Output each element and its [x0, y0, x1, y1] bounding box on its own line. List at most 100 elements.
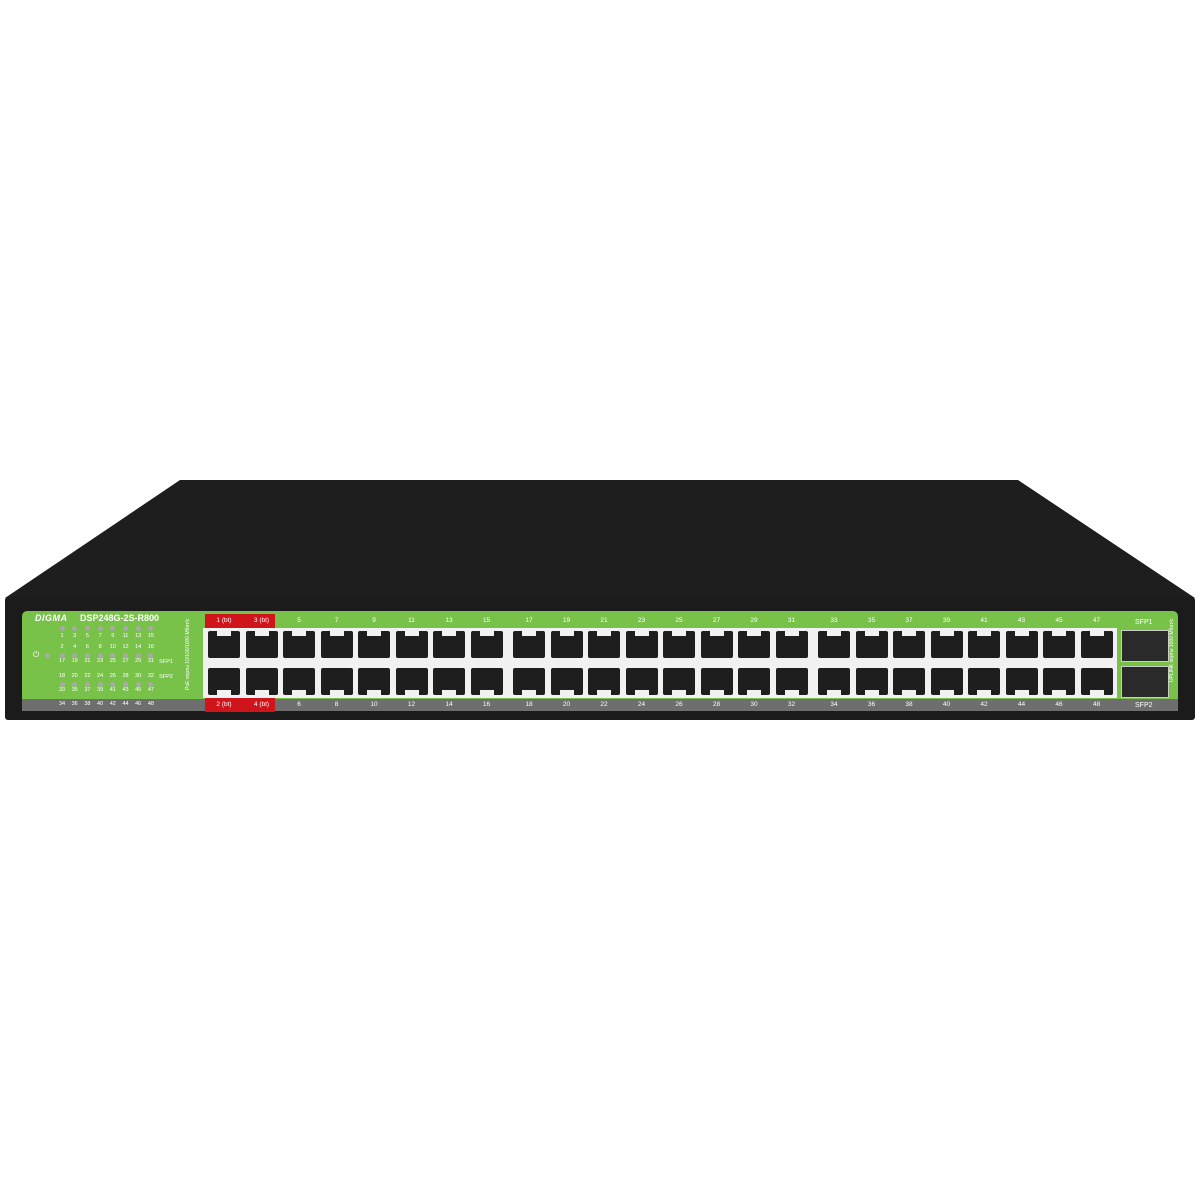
- rj45-port[interactable]: [1080, 631, 1113, 658]
- rj45-port[interactable]: [320, 631, 353, 658]
- led-label: 37: [84, 687, 91, 693]
- sfp-port-2[interactable]: [1121, 666, 1169, 698]
- port-number-label: 32: [787, 701, 796, 708]
- rj45-port[interactable]: [775, 668, 808, 695]
- rj45-port[interactable]: [283, 631, 315, 658]
- led-label: 3: [73, 633, 77, 639]
- port-led: [97, 682, 103, 687]
- rj45-port[interactable]: [930, 631, 963, 658]
- rj45-port-block: [203, 628, 1117, 698]
- rj45-port[interactable]: [208, 668, 240, 695]
- rj45-port[interactable]: [320, 668, 353, 695]
- rj45-port[interactable]: [358, 668, 390, 695]
- rj45-port[interactable]: [1005, 668, 1038, 695]
- rj45-port[interactable]: [1080, 668, 1113, 695]
- rj45-port[interactable]: [893, 668, 925, 695]
- rj45-port[interactable]: [208, 631, 240, 658]
- port-number-label: 19: [562, 617, 571, 624]
- port-number-label: 28: [712, 701, 721, 708]
- sfp-port-1[interactable]: [1121, 630, 1169, 662]
- led-label: 16: [147, 644, 154, 650]
- rj45-port[interactable]: [855, 668, 888, 695]
- port-led: [72, 653, 78, 658]
- rj45-port[interactable]: [1005, 631, 1038, 658]
- poe-bt-marker-top: [205, 614, 275, 628]
- rj45-port[interactable]: [550, 631, 583, 658]
- port-number-label: 20: [562, 701, 571, 708]
- port-led: [135, 682, 141, 687]
- port-led: [148, 626, 154, 631]
- port-number-label: 40: [942, 701, 951, 708]
- rj45-port[interactable]: [930, 668, 963, 695]
- led-label: 2: [60, 644, 64, 650]
- port-number-label: 18: [525, 701, 533, 708]
- rj45-port[interactable]: [433, 631, 465, 658]
- led-label: 33: [58, 687, 66, 693]
- rj45-port[interactable]: [1043, 668, 1075, 695]
- rj45-port[interactable]: [738, 631, 770, 658]
- rj45-port[interactable]: [470, 631, 503, 658]
- rj45-port[interactable]: [245, 668, 278, 695]
- port-led: [84, 653, 90, 658]
- led-label: 7: [98, 633, 102, 639]
- rj45-port[interactable]: [1043, 631, 1075, 658]
- rj45-port[interactable]: [625, 631, 658, 658]
- led-label: 26: [109, 673, 116, 679]
- port-number-label: 36: [867, 701, 876, 708]
- rj45-port[interactable]: [550, 668, 583, 695]
- led-label: 27: [122, 658, 129, 664]
- rj45-port[interactable]: [470, 668, 503, 695]
- rj45-port[interactable]: [588, 668, 620, 695]
- port-number-label: 37: [905, 617, 913, 624]
- port-led: [97, 626, 103, 631]
- rj45-port[interactable]: [283, 668, 315, 695]
- rj45-port[interactable]: [818, 631, 850, 658]
- rj45-port[interactable]: [513, 668, 545, 695]
- rj45-port[interactable]: [663, 631, 695, 658]
- led-label: 45: [135, 687, 142, 693]
- led-label: 36: [71, 701, 78, 707]
- rj45-port[interactable]: [893, 631, 925, 658]
- rj45-port[interactable]: [433, 668, 465, 695]
- port-number-label: 6: [297, 701, 301, 708]
- port-led: [72, 682, 78, 687]
- led-label: 29: [135, 658, 142, 664]
- rj45-port[interactable]: [663, 668, 695, 695]
- port-number-label: 29: [750, 617, 758, 624]
- led-label: 22: [84, 673, 91, 679]
- port-number-label: 10: [370, 701, 378, 708]
- rj45-port[interactable]: [700, 631, 733, 658]
- power-led: [45, 653, 50, 658]
- led-label: 1: [60, 633, 64, 639]
- rj45-port[interactable]: [588, 631, 620, 658]
- port-number-label: 7: [334, 617, 339, 624]
- power-icon: ⏻: [33, 650, 40, 659]
- led-label: 35: [71, 687, 78, 693]
- rj45-port[interactable]: [395, 668, 428, 695]
- port-number-label: 1 (bt): [216, 617, 232, 624]
- port-number-label: 13: [445, 617, 453, 624]
- led-label: 34: [58, 701, 66, 707]
- rj45-port[interactable]: [818, 668, 850, 695]
- rj45-port[interactable]: [775, 631, 808, 658]
- rj45-port[interactable]: [968, 668, 1000, 695]
- rj45-port[interactable]: [625, 668, 658, 695]
- rj45-port[interactable]: [358, 631, 390, 658]
- port-number-label: 31: [787, 617, 796, 624]
- port-led: [123, 626, 128, 631]
- rj45-port[interactable]: [395, 631, 428, 658]
- poe-bt-marker-bottom: [205, 698, 275, 712]
- rj45-port[interactable]: [855, 631, 888, 658]
- port-number-label: 24: [637, 701, 646, 708]
- port-number-label: 9: [372, 617, 376, 624]
- sfp1-label: SFP1: [1135, 619, 1153, 626]
- rj45-port[interactable]: [700, 668, 733, 695]
- rj45-port[interactable]: [738, 668, 770, 695]
- rj45-port[interactable]: [513, 631, 545, 658]
- rj45-port[interactable]: [245, 631, 278, 658]
- rj45-port[interactable]: [968, 631, 1000, 658]
- port-number-label: 46: [1055, 701, 1063, 708]
- port-number-label: 26: [675, 701, 683, 708]
- port-led: [135, 626, 141, 631]
